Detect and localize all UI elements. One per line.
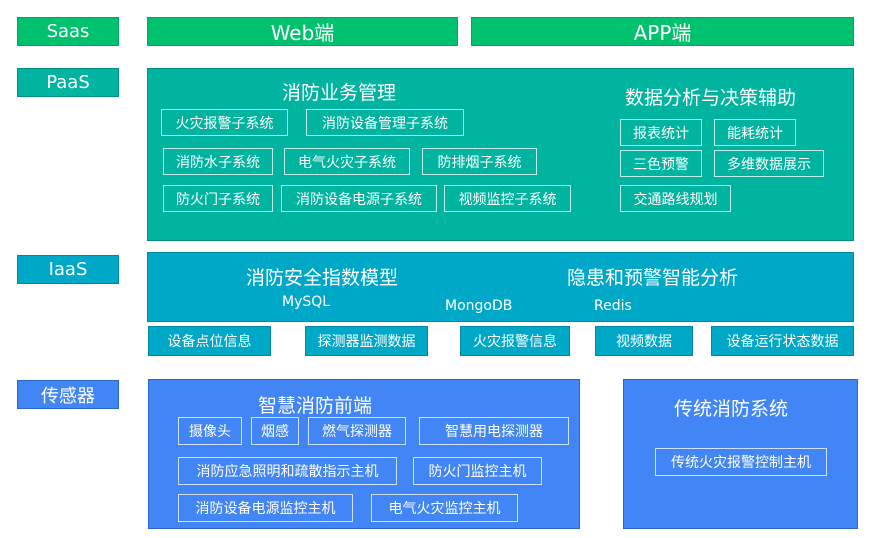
electrical-fire-monitor-host: 电气火灾监控主机	[371, 494, 518, 522]
hazard-warning-analysis: 隐患和预警智能分析	[567, 267, 739, 289]
saas-app: APP端	[471, 17, 854, 46]
multi-dim-display: 多维数据展示	[714, 150, 824, 177]
fire-power-monitor-host: 消防设备电源监控主机	[178, 494, 353, 522]
data-analysis-title: 数据分析与决策辅助	[625, 87, 797, 109]
traditional-fire-panel	[623, 379, 858, 529]
layer-label-paas: PaaS	[17, 68, 119, 97]
traditional-fire-title: 传统消防系统	[674, 398, 789, 420]
fire-business-title: 消防业务管理	[282, 82, 397, 104]
fire-door-monitor-host: 防火门监控主机	[413, 457, 542, 485]
db-mongodb: MongoDB	[445, 298, 513, 314]
smart-frontend-panel	[148, 379, 580, 529]
saas-web: Web端	[147, 17, 458, 46]
traditional-alarm-host: 传统火灾报警控制主机	[655, 448, 827, 476]
camera: 摄像头	[178, 417, 242, 445]
data-detector-monitoring: 探测器监测数据	[305, 326, 428, 356]
layer-label-saas: Saas	[17, 17, 119, 46]
paas-panel	[147, 68, 854, 241]
emergency-lighting-host: 消防应急照明和疏散指示主机	[178, 457, 397, 485]
fire-equipment-subsystem: 消防设备管理子系统	[306, 109, 464, 136]
fire-alarm-subsystem: 火灾报警子系统	[161, 109, 288, 136]
smoke-control-subsystem: 防排烟子系统	[422, 148, 537, 175]
smoke-detector: 烟感	[251, 417, 299, 445]
db-redis: Redis	[594, 298, 632, 314]
video-monitor-subsystem: 视频监控子系统	[444, 185, 571, 212]
report-statistics: 报表统计	[620, 119, 702, 146]
fire-power-subsystem: 消防设备电源子系统	[281, 185, 437, 212]
safety-index-model: 消防安全指数模型	[246, 267, 399, 289]
smart-frontend-title: 智慧消防前端	[258, 395, 373, 417]
smart-power-detector: 智慧用电探测器	[419, 417, 569, 445]
layer-label-sensor: 传感器	[17, 380, 119, 409]
energy-statistics: 能耗统计	[714, 119, 796, 146]
three-color-warning: 三色预警	[620, 150, 702, 177]
fire-water-subsystem: 消防水子系统	[163, 148, 273, 175]
data-device-points: 设备点位信息	[148, 326, 271, 356]
iaas-panel	[147, 252, 854, 322]
data-video: 视频数据	[595, 326, 693, 356]
db-mysql: MySQL	[282, 294, 331, 310]
layer-label-iaas: IaaS	[17, 255, 119, 284]
fire-door-subsystem: 防火门子系统	[163, 185, 273, 212]
data-fire-alarm-info: 火灾报警信息	[460, 326, 570, 356]
data-device-status: 设备运行状态数据	[711, 326, 854, 356]
gas-detector: 燃气探测器	[308, 417, 406, 445]
traffic-route-planning: 交通路线规划	[620, 185, 731, 212]
electrical-fire-subsystem: 电气火灾子系统	[284, 148, 410, 175]
